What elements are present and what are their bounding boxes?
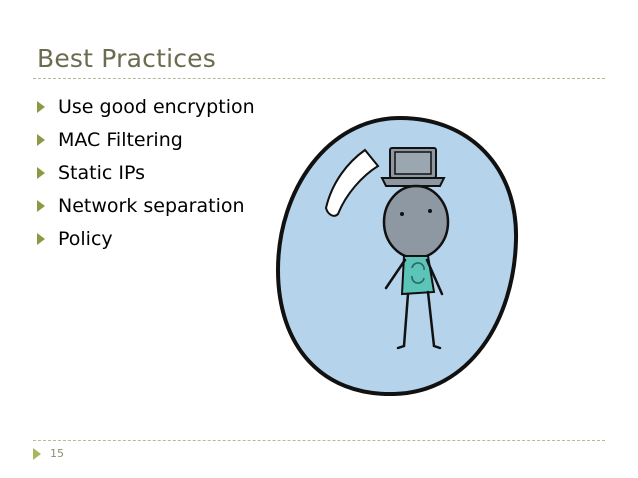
bullet-arrow-icon (37, 166, 45, 179)
figure-right-arm (425, 258, 444, 296)
bullet-text: MAC Filtering (58, 128, 183, 151)
bullet-arrow-icon (37, 199, 45, 212)
bullet-text: Network separation (58, 194, 245, 217)
title-divider (33, 78, 605, 79)
bubble-highlight (324, 148, 380, 217)
figure-left-leg (396, 292, 410, 350)
slide-title: Best Practices (37, 44, 216, 73)
recycle-icon (411, 262, 425, 284)
bubble-person-illustration (275, 115, 519, 397)
footer-divider (33, 440, 605, 441)
bullet-list: Use good encryption MAC Filtering Static… (37, 90, 255, 255)
bullet-item: MAC Filtering (37, 123, 255, 156)
figure-right-leg (426, 290, 442, 350)
bullet-item: Network separation (37, 189, 255, 222)
bullet-arrow-icon (37, 232, 45, 245)
bullet-text: Static IPs (58, 161, 145, 184)
page-number: 15 (50, 447, 64, 460)
bullet-item: Static IPs (37, 156, 255, 189)
bullet-text: Use good encryption (58, 95, 255, 118)
bullet-arrow-icon (37, 100, 45, 113)
figure-head (382, 184, 450, 260)
figure-left-arm (384, 258, 407, 290)
bullet-text: Policy (58, 227, 113, 250)
page-arrow-icon (33, 448, 41, 460)
bullet-item: Policy (37, 222, 255, 255)
bullet-arrow-icon (37, 133, 45, 146)
bullet-item: Use good encryption (37, 90, 255, 123)
figure-shirt (400, 255, 436, 296)
laptop-icon (380, 147, 446, 187)
